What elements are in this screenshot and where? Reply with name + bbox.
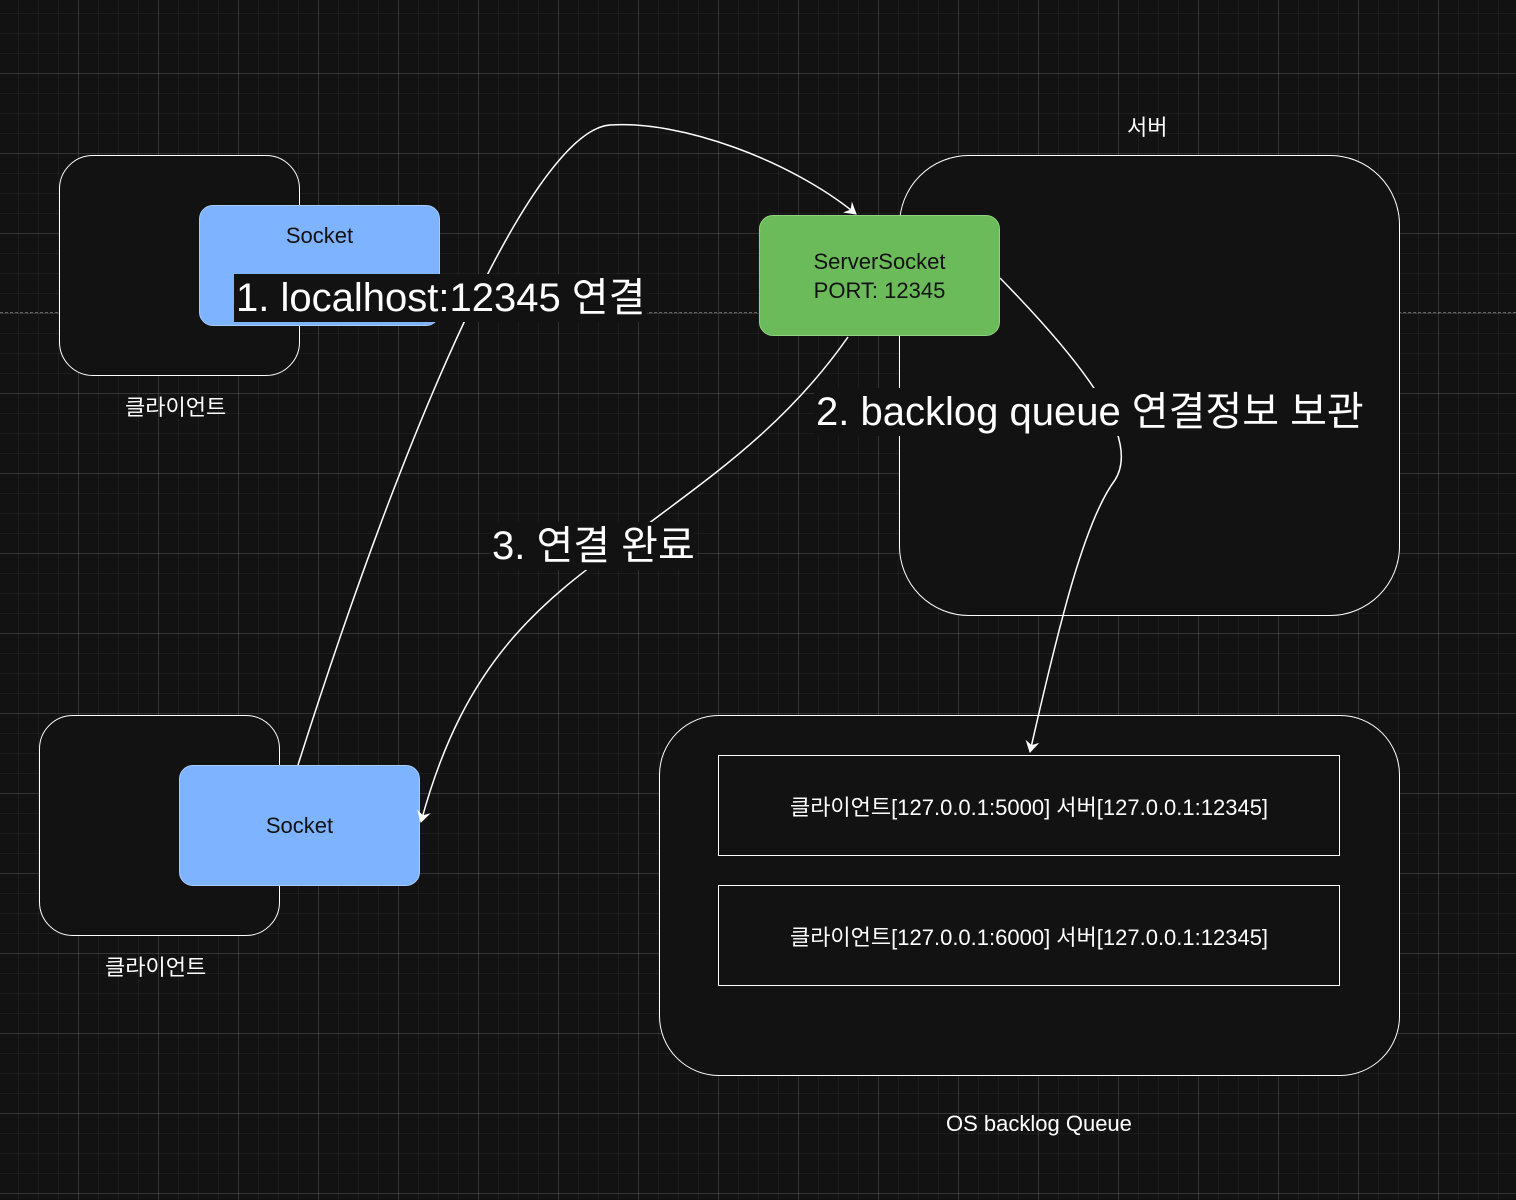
client-top-label: 클라이언트	[125, 395, 227, 420]
step1-label: 1. localhost:12345 연결	[234, 274, 648, 322]
server-socket-line2: PORT: 12345	[813, 277, 946, 303]
server-label: 서버	[1127, 115, 1168, 140]
arrow-step3-complete	[417, 336, 849, 823]
step2-label: 2. backlog queue 연결정보 보관	[814, 388, 1366, 436]
arrow-step2-backlog	[999, 277, 1123, 753]
dashed-guide-line	[0, 312, 1516, 313]
client-bottom-socket[interactable]: Socket	[179, 765, 420, 886]
client-bottom-label: 클라이언트	[105, 955, 207, 980]
queue-entry-2[interactable]: 클라이언트[127.0.0.1:6000] 서버[127.0.0.1:12345…	[718, 885, 1340, 986]
server-socket[interactable]: ServerSocket PORT: 12345	[759, 215, 1000, 336]
server-socket-line1: ServerSocket	[813, 248, 946, 274]
step3-label: 3. 연결 완료	[490, 522, 697, 570]
client-top-socket-label: Socket	[285, 223, 354, 248]
client-bottom-socket-label: Socket	[265, 813, 334, 838]
queue-entry-1[interactable]: 클라이언트[127.0.0.1:5000] 서버[127.0.0.1:12345…	[718, 755, 1340, 856]
arrow-step1-connect	[297, 123, 857, 766]
backlog-queue-label: OS backlog Queue	[946, 1111, 1132, 1136]
